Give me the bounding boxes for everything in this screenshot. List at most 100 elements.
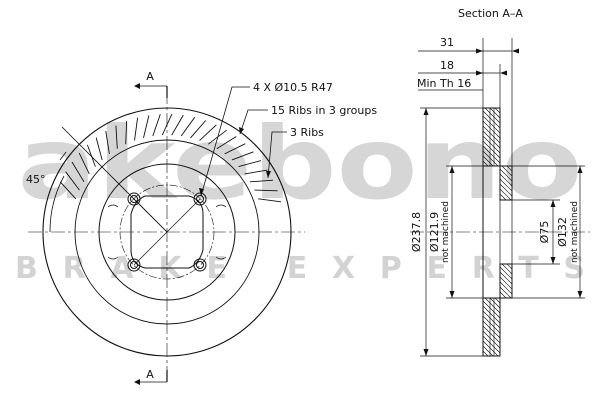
hatch-line bbox=[482, 320, 501, 339]
section-hatching bbox=[482, 107, 513, 357]
bolt-hole bbox=[130, 195, 138, 203]
cooling-rib bbox=[238, 160, 262, 168]
friction-plate-bottom bbox=[482, 297, 501, 357]
hatch-line bbox=[482, 125, 501, 144]
cooling-rib bbox=[134, 117, 139, 141]
cooling-rib bbox=[190, 120, 207, 139]
callout-holes: 4 X Ø10.5 R47 bbox=[253, 81, 333, 94]
center-bore bbox=[130, 195, 204, 269]
bolt-hole bbox=[130, 261, 138, 269]
hatch-line bbox=[499, 266, 513, 280]
hatch-line bbox=[482, 115, 501, 134]
bolt-hole bbox=[127, 258, 141, 272]
cooling-rib bbox=[171, 114, 184, 136]
hatch-line bbox=[499, 281, 513, 295]
hatch-line bbox=[482, 120, 501, 139]
front-view bbox=[28, 90, 305, 375]
cooling-rib bbox=[143, 115, 150, 139]
hatch-line bbox=[499, 296, 502, 299]
hatch-line bbox=[482, 160, 489, 167]
hatch-line bbox=[489, 107, 501, 119]
width-dimension-arrows bbox=[476, 48, 519, 76]
hatch-line bbox=[482, 145, 501, 164]
diameter-dimension-arrows bbox=[423, 108, 583, 356]
cooling-rib bbox=[115, 125, 118, 149]
hatch-line bbox=[506, 263, 513, 270]
hatch-line bbox=[499, 188, 512, 201]
cooling-rib bbox=[65, 171, 80, 191]
hatch-line bbox=[499, 276, 513, 290]
cooling-rib bbox=[125, 121, 128, 145]
min-thickness: Min Th 16 bbox=[417, 77, 471, 90]
watermark-brand: akebono bbox=[18, 105, 583, 222]
hatch-line bbox=[501, 263, 513, 275]
callout-ribs: 3 Ribs bbox=[290, 126, 324, 139]
hatch-line bbox=[499, 168, 513, 182]
diameter-dimensions bbox=[420, 107, 585, 357]
hatch-line bbox=[494, 297, 501, 304]
dim-outer-diameter: Ø237.8 bbox=[410, 212, 423, 252]
hatch-line bbox=[482, 305, 501, 324]
hatch-line bbox=[499, 173, 513, 187]
hatch-line bbox=[482, 350, 489, 357]
hatch-line bbox=[499, 178, 513, 192]
callout-leaders bbox=[200, 86, 287, 197]
hatch-line bbox=[482, 130, 501, 149]
hatch-line bbox=[482, 345, 494, 357]
bolt-hole bbox=[196, 195, 204, 203]
cooling-rib bbox=[105, 131, 110, 154]
hatch-line bbox=[499, 291, 507, 299]
hatch-line bbox=[482, 135, 501, 154]
bolt-hole bbox=[127, 192, 141, 206]
cooling-rib bbox=[231, 151, 254, 161]
hatch-line bbox=[501, 165, 513, 177]
hatch-line bbox=[482, 110, 501, 129]
cooling-rib bbox=[249, 179, 274, 183]
callout-ribs-groups: 15 Ribs in 3 groups bbox=[271, 104, 377, 117]
angle-label: 45° bbox=[26, 173, 46, 186]
hatch-line bbox=[482, 140, 501, 159]
hatch-line bbox=[482, 325, 501, 344]
hatch-line bbox=[494, 107, 501, 114]
cooling-rib bbox=[161, 113, 173, 136]
cooling-rib bbox=[71, 161, 85, 183]
cooling-rib bbox=[86, 144, 96, 167]
width-dimensions bbox=[418, 38, 513, 166]
hatch-line bbox=[484, 297, 501, 314]
hat-note: not machined bbox=[570, 201, 580, 263]
hat-scallops bbox=[107, 204, 227, 260]
bolt-hole bbox=[193, 258, 207, 272]
hatch-line bbox=[482, 335, 501, 354]
hatch-line bbox=[482, 300, 501, 319]
cooling-rib bbox=[152, 114, 161, 137]
dim-hat-diameter: Ø132 bbox=[556, 217, 569, 247]
hatch-line bbox=[482, 315, 501, 334]
hatch-line bbox=[484, 107, 501, 124]
dim-disc-thickness: 18 bbox=[440, 59, 454, 72]
cooling-rib bbox=[78, 152, 90, 175]
cooling-rib bbox=[258, 198, 282, 203]
section-title: Section A–A bbox=[458, 7, 523, 20]
hatch-line bbox=[506, 165, 513, 172]
angle-dimension bbox=[49, 126, 168, 233]
callout-arrowheads bbox=[199, 127, 271, 196]
bolt-holes bbox=[127, 192, 207, 272]
dim-total-width: 31 bbox=[440, 36, 454, 49]
cooling-rib bbox=[180, 117, 196, 137]
cooling-rib bbox=[59, 181, 77, 200]
cooling-rib bbox=[224, 143, 246, 155]
cooling-rib bbox=[254, 189, 278, 192]
watermark: akebono BRAKE EXPERTS bbox=[15, 105, 585, 286]
friction-plate-top bbox=[482, 107, 501, 167]
hatch-line bbox=[499, 193, 507, 201]
hatch-line bbox=[499, 286, 512, 299]
hatch-line bbox=[482, 310, 501, 329]
section-markers bbox=[134, 83, 168, 385]
hatch-line bbox=[482, 155, 494, 167]
hatch-line bbox=[482, 330, 501, 349]
hatch-line bbox=[482, 340, 499, 357]
hatch-line bbox=[489, 297, 501, 309]
dim-inner-diameter: Ø121.9 bbox=[428, 212, 441, 252]
cooling-rib bbox=[95, 137, 103, 161]
